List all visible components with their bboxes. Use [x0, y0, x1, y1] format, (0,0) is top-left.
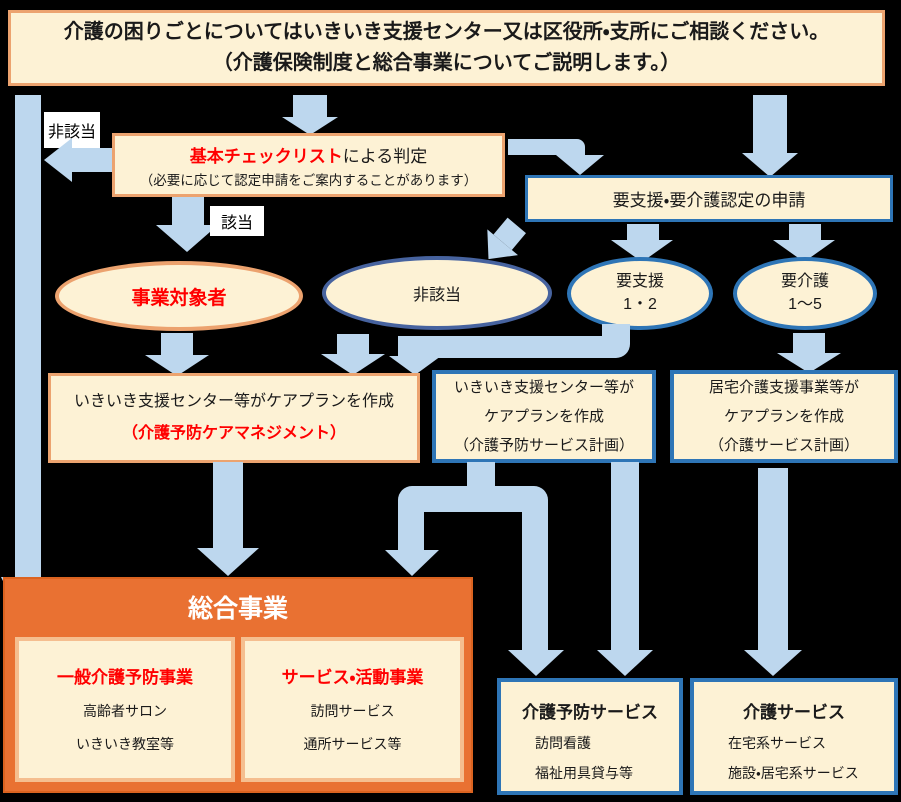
care-plan-line3: （介護サービス計画）	[708, 437, 859, 455]
service-activity-line1: 訪問サービス	[310, 703, 395, 719]
prevention-services-box: 介護予防サービス 訪問看護 福祉用具貸与等	[497, 678, 683, 795]
checklist-subtitle: （必要に応じて認定申請をご案内することがあります）	[139, 172, 478, 188]
yoshien-line2: 1・2	[623, 295, 657, 313]
ellipse-not-applicable: 非該当	[322, 256, 552, 330]
prevention-services-line1: 訪問看護	[535, 735, 591, 751]
care-services-title: 介護サービス	[743, 703, 845, 722]
label-applicable: 該当	[210, 206, 264, 236]
yoshien-line1: 要支援	[615, 273, 664, 291]
application-label: 要支援・要介護認定の申請	[612, 191, 806, 210]
service-activity-line2: 通所サービス等	[303, 736, 402, 752]
careplan-management-box: いきいき支援センター等がケアプランを作成 （介護予防ケアマネジメント）	[48, 373, 420, 463]
general-prevention-title: 一般介護予防事業	[57, 668, 193, 687]
service-activity-card: サービス・活動事業 訪問サービス 通所サービス等	[241, 637, 464, 782]
general-prevention-line1: 高齢者サロン	[83, 703, 167, 719]
ellipse-business-target: 事業対象者	[55, 261, 303, 331]
general-prevention-line2: いきいき教室等	[76, 736, 174, 752]
care-plan-line1: 居宅介護支援事業等が	[708, 378, 859, 396]
sougou-jigyou-box: 総合事業 一般介護予防事業 高齢者サロン いきいき教室等 サービス・活動事業 訪…	[3, 577, 473, 793]
prevention-services-title: 介護予防サービス	[522, 703, 658, 722]
prevention-plan-line2: ケアプランを作成	[483, 407, 604, 425]
business-target-label: 事業対象者	[131, 287, 227, 309]
care-services-line2: 施設・居宅系サービス	[728, 765, 859, 781]
ellipse-yokaigo: 要介護 1～5	[733, 257, 877, 330]
care-plan-line2: ケアプランを作成	[723, 407, 844, 425]
sougou-title: 総合事業	[187, 595, 288, 623]
basic-checklist-box: 基本チェックリストによる判定 （必要に応じて認定申請をご案内することがあります）	[112, 133, 505, 197]
banner-line1: 介護の困りごとについてはいきいき支援センター又は区役所・支所にご相談ください。	[63, 21, 830, 43]
prevention-plan-line3: （介護予防サービス計画）	[453, 437, 634, 455]
care-services-box: 介護サービス 在宅系サービス 施設・居宅系サービス	[690, 678, 898, 795]
prevention-plan-line1: いきいき支援センター等が	[453, 378, 634, 396]
ellipse-yoshien: 要支援 1・2	[567, 257, 713, 330]
care-service-plan-box: 居宅介護支援事業等が ケアプランを作成 （介護サービス計画）	[670, 370, 898, 463]
service-activity-title: サービス・活動事業	[281, 668, 424, 687]
prevention-service-plan-box: いきいき支援センター等が ケアプランを作成 （介護予防サービス計画）	[432, 370, 656, 463]
yokaigo-line2: 1～5	[788, 295, 822, 313]
yokaigo-line1: 要介護	[780, 273, 829, 291]
checklist-title-rest: による判定	[342, 146, 428, 166]
prevention-services-line2: 福祉用具貸与等	[535, 765, 633, 781]
careplan-management-line1: いきいき支援センター等がケアプランを作成	[73, 393, 394, 410]
careplan-management-line2: （介護予防ケアマネジメント）	[121, 425, 346, 442]
care-services-line1: 在宅系サービス	[728, 735, 826, 751]
checklist-title-red: 基本チェックリスト	[189, 146, 343, 166]
banner-line2: （介護保険制度と総合事業についてご説明します。）	[212, 52, 681, 74]
not-applicable-label: 非該当	[412, 287, 461, 304]
general-prevention-card: 一般介護予防事業 高齢者サロン いきいき教室等	[15, 637, 235, 782]
certification-application-box: 要支援・要介護認定の申請	[525, 175, 893, 222]
consultation-banner: 介護の困りごとについてはいきいき支援センター又は区役所・支所にご相談ください。 …	[8, 10, 885, 86]
